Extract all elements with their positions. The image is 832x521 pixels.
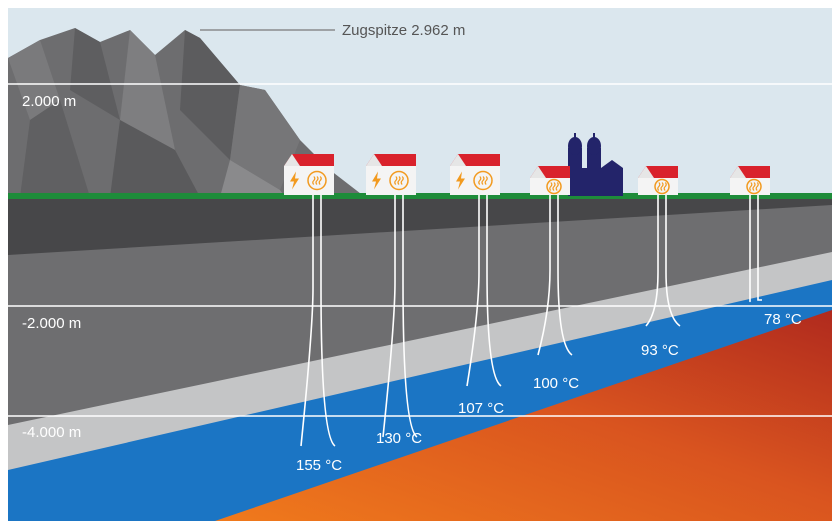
heat-icon-wave	[318, 176, 322, 185]
church	[568, 133, 623, 196]
heat-icon	[389, 170, 409, 191]
pipe-injection	[300, 195, 314, 447]
heat-icon	[654, 178, 670, 195]
well-3: 107 °C	[450, 154, 504, 417]
heat-icon	[746, 178, 762, 195]
heat-icon-wave	[552, 182, 556, 191]
pipe-production	[486, 195, 502, 387]
heat-icon-wave	[755, 182, 759, 191]
heat-icon-wave	[752, 182, 756, 191]
pipe-injection	[466, 195, 480, 387]
house-gable	[284, 154, 300, 166]
ground-surface	[8, 193, 832, 199]
house-gable	[530, 166, 546, 178]
pipe-injection	[645, 195, 659, 327]
heat-icon-wave	[555, 182, 559, 191]
pipe-production	[320, 195, 336, 447]
depth-label-minus-2000: -2.000 m	[22, 315, 81, 332]
well-1: 155 °C	[284, 154, 342, 474]
heat-icon-wave	[663, 182, 667, 191]
mountain	[8, 28, 365, 197]
depth-label-minus-4000: -4.000 m	[22, 424, 81, 441]
heat-icon-wave	[315, 176, 319, 185]
house-gable	[450, 154, 466, 166]
house-gable	[730, 166, 746, 178]
pipe-production	[757, 195, 762, 301]
temperature-label: 78 °C	[764, 311, 802, 328]
heat-icon-wave	[660, 182, 664, 191]
heat-icon-wave	[481, 176, 485, 185]
pipe-injection	[537, 195, 551, 356]
heat-icon-wave	[549, 182, 553, 191]
lightning-icon	[290, 171, 299, 190]
house-gable	[638, 166, 654, 178]
heat-icon-wave	[397, 176, 401, 185]
well-4: 100 °C	[530, 166, 579, 392]
heat-icon-wave	[657, 182, 661, 191]
heat-icon-wave	[478, 176, 482, 185]
heat-icon-wave	[484, 176, 488, 185]
heat-icon	[473, 170, 493, 191]
temperature-label: 130 °C	[376, 430, 422, 447]
temperature-label: 107 °C	[458, 400, 504, 417]
heat-icon-wave	[400, 176, 404, 185]
heat-icon	[546, 178, 562, 195]
temperature-label: 93 °C	[641, 342, 679, 359]
temperature-label: 100 °C	[533, 375, 579, 392]
well-2: 130 °C	[366, 154, 422, 447]
depth-label-plus-2000: 2.000 m	[22, 93, 76, 110]
heat-icon	[307, 170, 327, 191]
heat-icon-wave	[394, 176, 398, 185]
house-gable	[366, 154, 382, 166]
well-6: 78 °C	[730, 166, 802, 328]
pipe-production	[402, 195, 418, 438]
lightning-icon	[456, 171, 465, 190]
peak-label: Zugspitze 2.962 m	[342, 22, 465, 39]
lightning-icon	[372, 171, 381, 190]
pipe-production	[557, 195, 573, 356]
pipe-production	[665, 195, 681, 327]
heat-icon-wave	[749, 182, 753, 191]
temperature-label: 155 °C	[296, 457, 342, 474]
wells: 155 °C 130 °C 107 °C 100 °C 93 °C 78 °C	[284, 154, 802, 474]
pipe-injection	[382, 195, 396, 438]
heat-icon-wave	[312, 176, 316, 185]
well-5: 93 °C	[638, 166, 681, 359]
